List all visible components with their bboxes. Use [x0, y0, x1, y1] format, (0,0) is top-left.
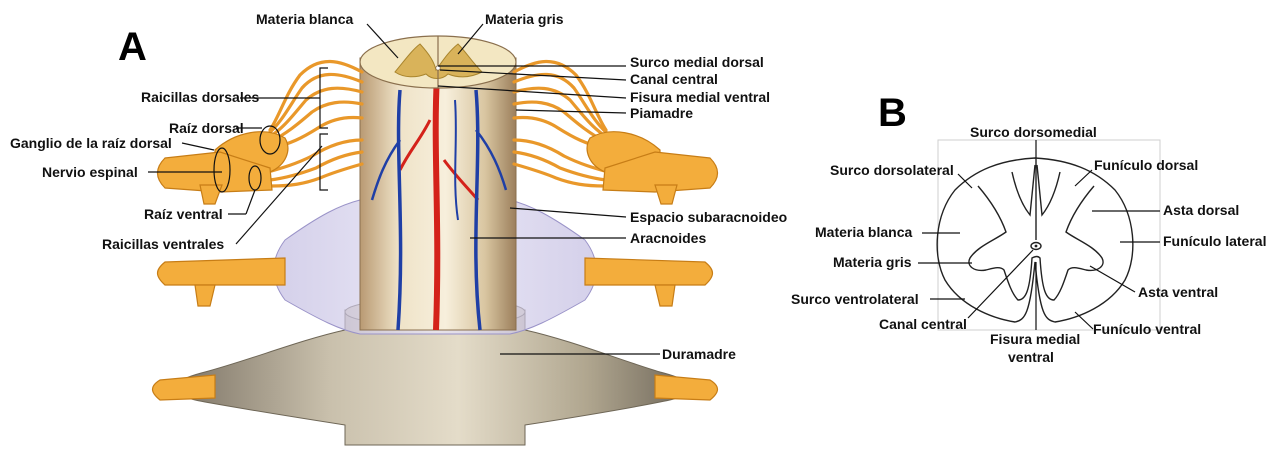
label-espacio-subaracnoideo: Espacio subaracnoideo	[630, 209, 787, 225]
label-duramadre: Duramadre	[662, 346, 736, 362]
label-ganglio-raiz-dorsal: Ganglio de la raíz dorsal	[10, 135, 172, 151]
label-canal-central-b: Canal central	[879, 316, 967, 332]
label-materia-gris-a: Materia gris	[485, 11, 564, 27]
label-fisura-medial-ventral: Fisura medial ventral	[630, 89, 770, 105]
label-raiz-dorsal: Raíz dorsal	[169, 120, 244, 136]
label-materia-blanca-a: Materia blanca	[256, 11, 353, 27]
label-materia-gris-b: Materia gris	[833, 254, 912, 270]
label-raicillas-ventrales: Raicillas ventrales	[102, 236, 224, 252]
label-raicillas-dorsales: Raicillas dorsales	[141, 89, 260, 105]
label-materia-blanca-b: Materia blanca	[815, 224, 912, 240]
dorsal-column-right	[1037, 165, 1060, 215]
label-fisura-medial-line1: Fisura medial	[990, 331, 1080, 347]
label-fisura-medial-line2: ventral	[1008, 349, 1054, 365]
label-funiculo-lateral: Funículo lateral	[1163, 233, 1266, 249]
label-nervio-espinal: Nervio espinal	[42, 164, 138, 180]
dorsal-column-left	[1012, 165, 1035, 215]
spinal-cord-column	[360, 36, 516, 330]
label-surco-medial-dorsal: Surco medial dorsal	[630, 54, 764, 70]
label-asta-ventral: Asta ventral	[1138, 284, 1218, 300]
panel-a-letter: A	[118, 25, 147, 69]
label-asta-dorsal: Asta dorsal	[1163, 202, 1239, 218]
label-funiculo-ventral: Funículo ventral	[1093, 321, 1201, 337]
label-funiculo-dorsal: Funículo dorsal	[1094, 157, 1198, 173]
panel-b-letter: B	[878, 91, 907, 135]
label-canal-central-a: Canal central	[630, 71, 718, 87]
label-aracnoides: Aracnoides	[630, 230, 706, 246]
label-surco-dorsomedial: Surco dorsomedial	[970, 124, 1097, 140]
label-surco-dorsolateral: Surco dorsolateral	[830, 162, 954, 178]
label-piamadre: Piamadre	[630, 105, 693, 121]
label-surco-ventrolateral: Surco ventrolateral	[791, 291, 919, 307]
label-raiz-ventral: Raíz ventral	[144, 206, 223, 222]
